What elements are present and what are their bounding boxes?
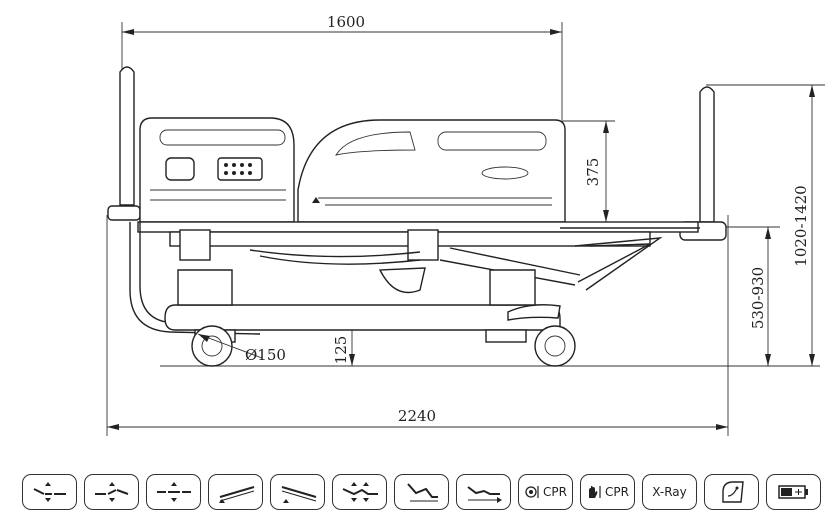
dim-overall-height-label: 1020-1420 [792, 185, 810, 266]
side-rail-foot [297, 119, 566, 223]
dim-deck-height-label: 530-930 [749, 267, 767, 329]
dimension-overall-length: 2240 [106, 215, 729, 436]
hospital-bed-drawing: 1600 2240 375 530-930 1020-1420 [106, 13, 825, 436]
lateral-tilt-icon [466, 486, 502, 503]
caster-right [534, 325, 576, 367]
function-button[interactable] [84, 474, 139, 510]
dim-overall-length-label: 2240 [398, 407, 436, 425]
x-ray-icon: X-Ray [652, 485, 687, 499]
function-button[interactable] [22, 474, 77, 510]
side-rail-head [139, 117, 295, 223]
function-button[interactable] [394, 474, 449, 510]
head-board [107, 66, 141, 221]
function-button[interactable] [270, 474, 325, 510]
function-label: CPR [605, 485, 629, 499]
knee-up-icon [94, 482, 128, 502]
function-button[interactable]: CPR [580, 474, 635, 510]
dim-top-length-label: 1600 [327, 13, 365, 31]
dim-side-rail-label: 375 [584, 158, 602, 187]
dimension-deck-height: 530-930 [720, 226, 780, 366]
auto-contour-icon [342, 482, 378, 502]
manual-cpr-icon [589, 486, 601, 498]
foot-board [679, 86, 727, 241]
function-button[interactable] [766, 474, 821, 510]
trendelenburg-icon [218, 486, 254, 503]
function-button[interactable] [456, 474, 511, 510]
function-button[interactable]: CPR [518, 474, 573, 510]
function-label: CPR [543, 485, 567, 499]
backrest-up-icon [33, 482, 66, 502]
dimension-overall-height: 1020-1420 [706, 84, 825, 366]
chair-position-icon [406, 483, 438, 502]
dim-caster-label: Ø150 [245, 346, 286, 364]
function-button[interactable] [146, 474, 201, 510]
nurse-control-icon [721, 481, 744, 503]
function-button[interactable] [704, 474, 759, 510]
function-button[interactable]: X-Ray [642, 474, 697, 510]
bed-frame [129, 221, 700, 335]
function-icon-bar: CPR CPR X-Ray [22, 474, 822, 514]
function-button[interactable] [208, 474, 263, 510]
electric-cpr-icon [525, 486, 539, 498]
dim-ground-clearance-label: 125 [332, 336, 350, 365]
dimension-side-rail: 375 [560, 120, 615, 223]
reverse-trendelenburg-icon [281, 486, 316, 503]
bed-height-icon [156, 482, 191, 502]
dimension-caster: Ø150 [197, 333, 286, 364]
caster-left [191, 325, 233, 367]
dimension-top-length: 1600 [121, 13, 563, 120]
battery-icon [777, 485, 808, 499]
function-button[interactable] [332, 474, 387, 510]
